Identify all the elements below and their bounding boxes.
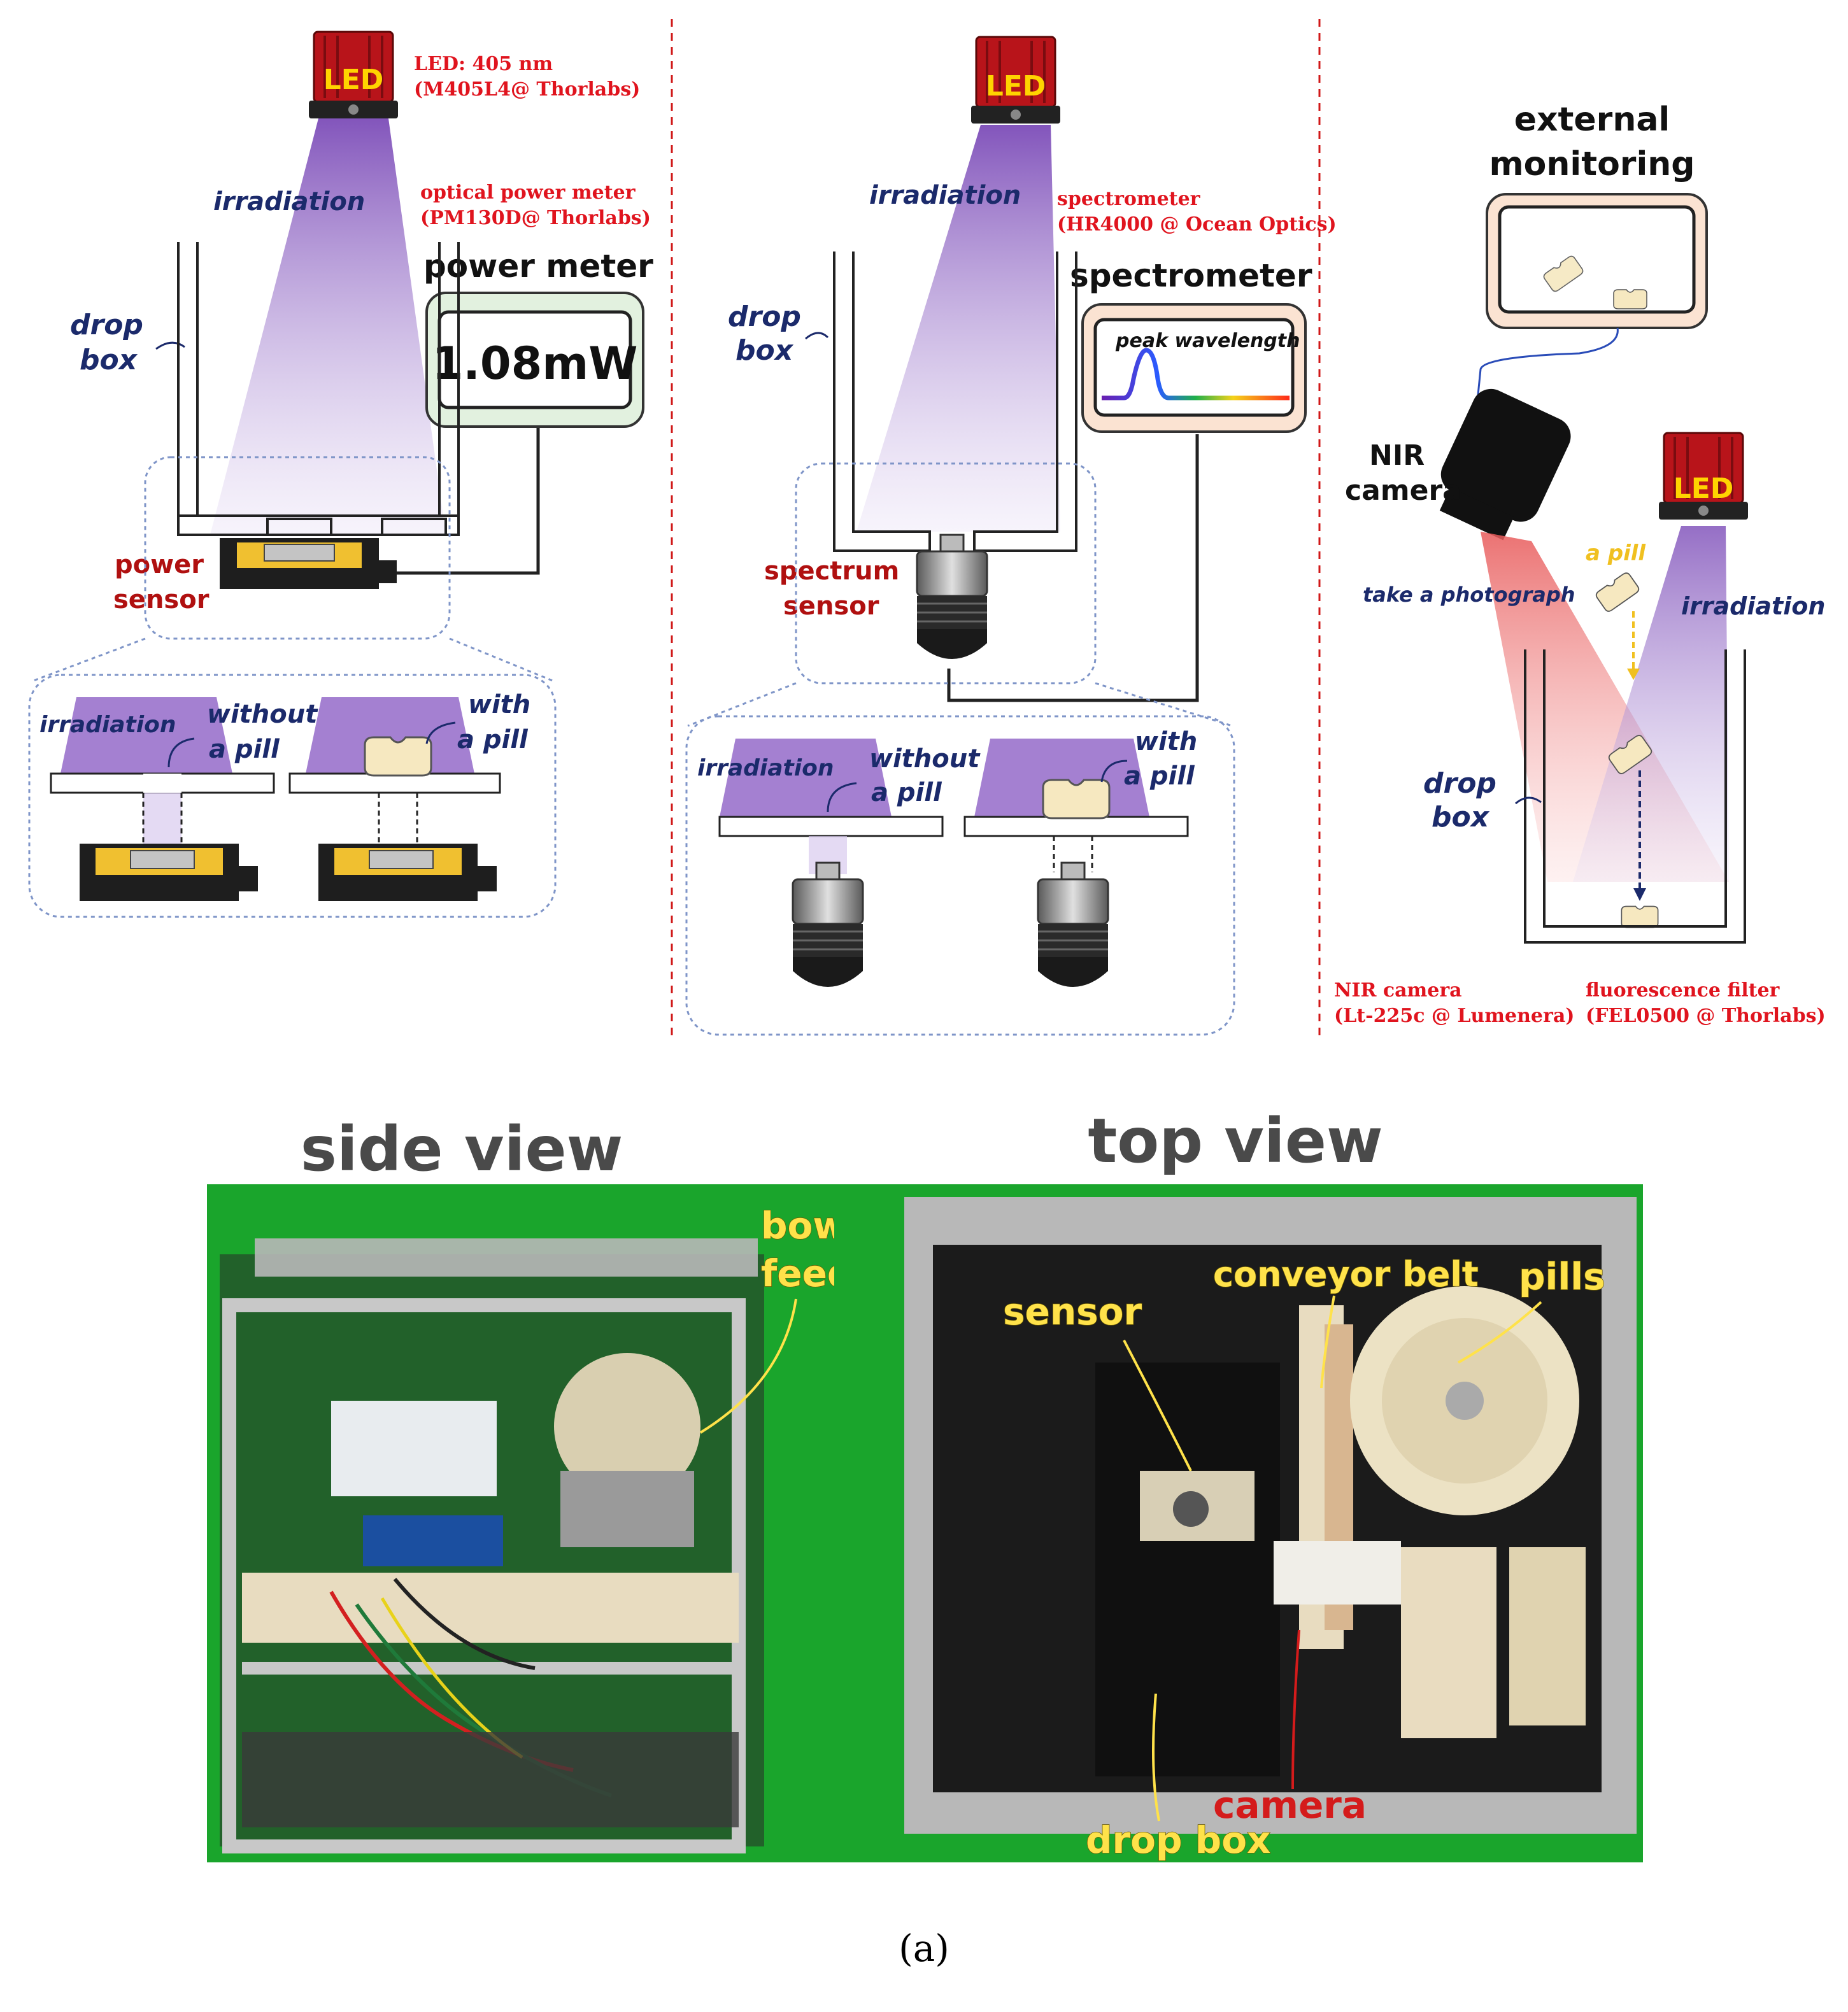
drop-box-photo-label: drop box (1086, 1818, 1270, 1862)
inset-without-pill: irradiation without a pill (39, 697, 318, 901)
irradiation-beam (210, 118, 446, 535)
top-view-title: top view (1088, 1105, 1382, 1177)
with-pill-label-line2: a pill (457, 725, 529, 754)
filter-spec-line1: fluorescence filter (1586, 979, 1780, 1002)
sensor-label: sensor (1003, 1290, 1142, 1333)
led-spec-line2: (M405L4@ Thorlabs) (414, 78, 640, 101)
drop-box-label-2-line2: box (736, 334, 794, 367)
power-meter-reading: 1.08mW (432, 337, 638, 390)
top-view-photo: sensor conveyor belt pills camera drop b… (834, 1184, 1643, 1862)
inset-without-pill-2: irradiation without a pill (697, 739, 981, 988)
spectrum-sensor-label-line1: spectrum (764, 556, 899, 586)
inset-with-pill: with a pill (288, 690, 530, 901)
panel-spectrometer: LED irradiation spectrometer (HR4000 @ O… (685, 36, 1337, 1036)
inset-irradiation-label: irradiation (39, 712, 176, 738)
peak-wavelength-label: peak wavelength (1115, 330, 1300, 352)
drop-box-outline-2 (833, 251, 1077, 552)
nir-camera-label-line2: camera (1345, 474, 1461, 507)
external-monitoring-title-line2: monitoring (1489, 145, 1695, 183)
side-view-title: side view (301, 1114, 623, 1185)
camera-spec-line1: NIR camera (1334, 979, 1462, 1002)
pills-label: pills (1519, 1255, 1605, 1298)
inset-with-pill-2: with a pill (963, 727, 1197, 988)
irradiation-label-2: irradiation (869, 181, 1021, 210)
irradiation-label-3: irradiation (1681, 592, 1825, 620)
zoom-region (144, 456, 451, 640)
power-sensor-cable (397, 428, 540, 575)
nir-camera-icon (1439, 388, 1571, 541)
without-pill-label-line2: a pill (209, 735, 280, 764)
irradiation-beam-3 (1573, 526, 1729, 882)
nir-camera-label-line1: NIR (1369, 439, 1425, 472)
spectrum-curve (1102, 348, 1290, 400)
panel-power-meter: LED LED: 405 nm (M405L4@ Thorlabs) irrad… (28, 31, 653, 918)
power-meter-title: power meter (423, 248, 653, 285)
take-photograph-label: take a photograph (1363, 583, 1575, 607)
irradiation-label: irradiation (213, 187, 365, 216)
spec-spec-line1: spectrometer (1057, 188, 1201, 210)
drop-box-label-line1: drop (70, 309, 143, 341)
a-pill-label: a pill (1586, 541, 1646, 566)
figure-caption: (a) (899, 1927, 949, 1970)
monitor-cable (1476, 327, 1619, 402)
side-view-photo: bowl feeder (207, 1184, 898, 1862)
drop-box-outline-3 (1524, 649, 1746, 944)
drop-box-label-3-line1: drop (1423, 767, 1496, 800)
led-spec-line1: LED: 405 nm (414, 53, 553, 75)
drop-box-label-3-line2: box (1432, 801, 1490, 833)
with-pill-label-line1: with (468, 690, 530, 719)
conveyor-belt-label: conveyor belt (1213, 1254, 1479, 1294)
meter-spec-line2: (PM130D@ Thorlabs) (420, 207, 651, 229)
inset-box (28, 674, 557, 918)
without-pill-label-2-line1: without (869, 744, 981, 774)
camera-spec-line2: (Lt-225c @ Lumenera) (1334, 1005, 1574, 1027)
spectrum-sensor-label-line2: sensor (783, 592, 879, 621)
spectrum-sensor-cable (947, 434, 1199, 702)
spec-spec-line2: (HR4000 @ Ocean Optics) (1057, 213, 1337, 236)
power-sensor-label-line1: power (115, 550, 204, 579)
inset-irradiation-label-2: irradiation (697, 755, 834, 781)
drop-box-label-2-line1: drop (728, 301, 801, 333)
external-monitoring-title-line1: external (1514, 101, 1670, 139)
power-sensor-label-line2: sensor (113, 585, 210, 614)
with-pill-label-2-line2: a pill (1124, 762, 1195, 791)
meter-spec-line1: optical power meter (420, 181, 636, 204)
inset-box-2 (685, 715, 1235, 1036)
zoom-region-2 (795, 462, 1097, 684)
led-label-3: LED (1674, 472, 1734, 505)
drop-box-label-line2: box (80, 344, 138, 376)
without-pill-label-line1: without (207, 700, 318, 729)
led-label-2: LED (986, 70, 1046, 103)
filter-spec-line2: (FEL0500 @ Thorlabs) (1586, 1005, 1826, 1027)
spectrometer-title: spectrometer (1070, 257, 1312, 294)
irradiation-beam-2 (856, 125, 1060, 532)
drop-box-arrow (155, 341, 185, 350)
camera-label: camera (1213, 1783, 1367, 1827)
spectrometer-screen (1093, 318, 1295, 417)
panel-nir-camera: external monitoring NIR camera LED a pil… (1334, 101, 1826, 1027)
without-pill-label-2-line2: a pill (871, 778, 942, 807)
with-pill-label-2-line1: with (1135, 727, 1197, 756)
spectrum-sensor (916, 534, 988, 660)
led-label: LED (323, 64, 384, 96)
